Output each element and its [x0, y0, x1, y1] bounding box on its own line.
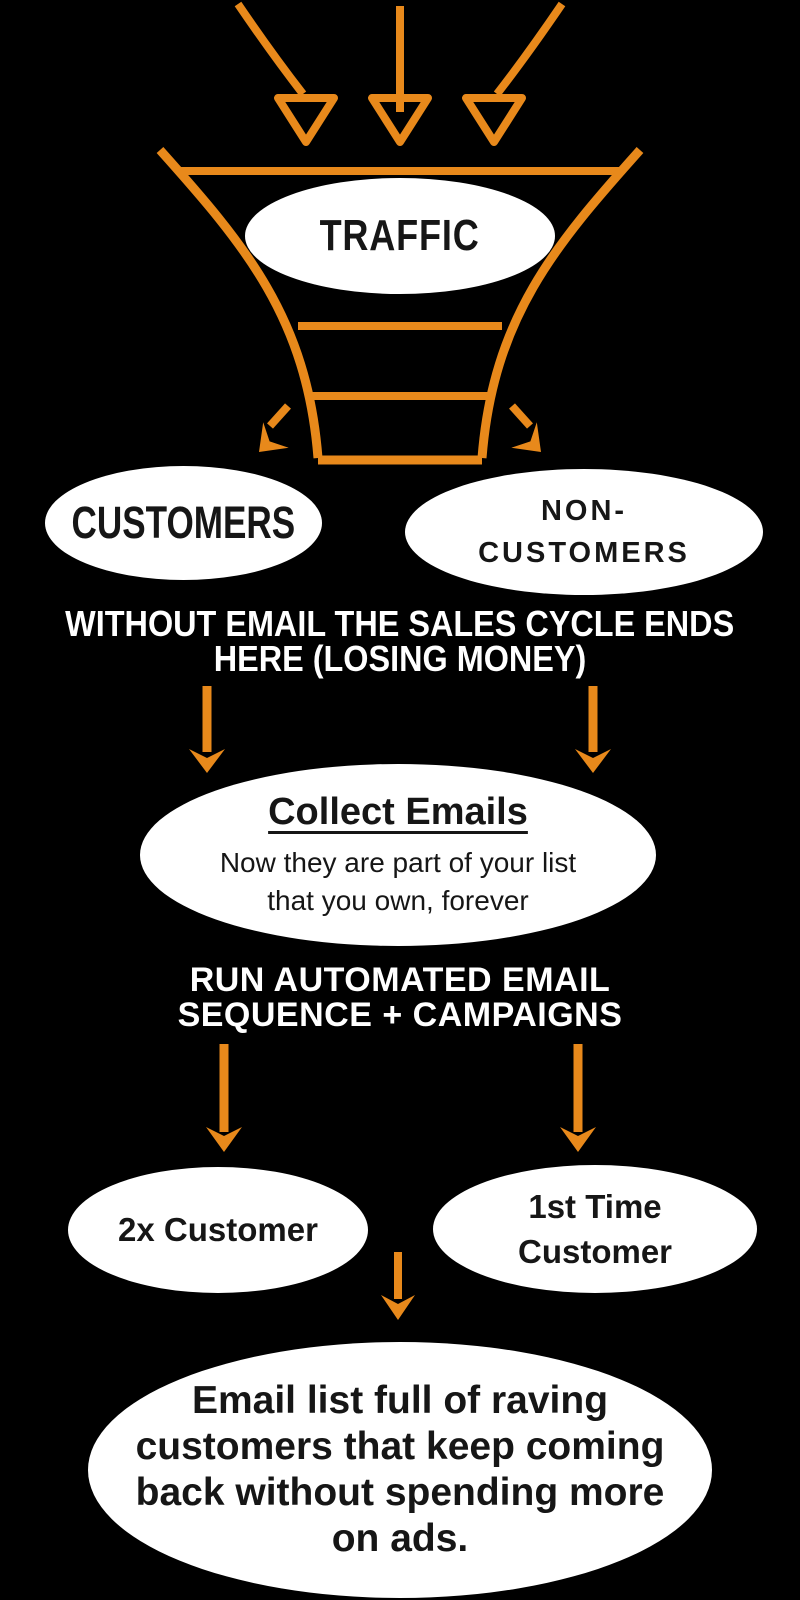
- exit-arrow-right-head-icon: [511, 422, 541, 452]
- warning-line-1: WITHOUT EMAIL THE SALES CYCLE ENDS: [65, 603, 735, 644]
- non-customers-label-line1: NON-: [540, 495, 628, 527]
- collect-emails-title: Collect Emails: [268, 790, 528, 833]
- flow-arrow-1-right-head-icon: [575, 749, 611, 773]
- inflow-arrow-right-shaft: [493, 1, 566, 97]
- exit-arrow-left-head-icon: [259, 422, 289, 452]
- traffic-bubble: TRAFFIC: [245, 178, 555, 294]
- customers-label: CUSTOMERS: [71, 497, 296, 548]
- inflow-arrow-right-head-icon: [462, 94, 526, 146]
- outcome-bubble: Email list full of raving customers that…: [88, 1342, 712, 1598]
- flow-arrow-1-left-head-icon: [189, 749, 225, 773]
- inflow-arrow-middle-head-icon: [368, 94, 432, 146]
- orange-stroke-layer: [156, 1, 644, 1299]
- traffic-label: TRAFFIC: [319, 211, 481, 260]
- outcome-line-1: Email list full of raving: [191, 1379, 609, 1422]
- funnel-right-wall: [477, 146, 644, 459]
- warning-banner: WITHOUT EMAIL THE SALES CYCLE ENDS HERE …: [0, 603, 800, 679]
- flow-arrow-2-right-head-icon: [560, 1127, 596, 1152]
- automation-line-2: SEQUENCE + CAMPAIGNS: [177, 996, 623, 1034]
- inflow-arrow-left-head-icon: [274, 94, 338, 146]
- first-time-customer-bubble: 1st Time Customer: [433, 1165, 757, 1293]
- warning-line-2: HERE (LOSING MONEY): [213, 638, 587, 679]
- repeat-customer-bubble: 2x Customer: [68, 1167, 368, 1293]
- flow-arrow-center-head-icon: [381, 1295, 415, 1320]
- exit-arrow-right-shaft: [509, 403, 533, 429]
- customers-bubble: CUSTOMERS: [45, 466, 322, 580]
- automation-banner: RUN AUTOMATED EMAIL SEQUENCE + CAMPAIGNS: [0, 963, 800, 1033]
- outcome-line-3: back without spending more: [135, 1471, 665, 1514]
- collect-emails-bubble: Collect Emails Now they are part of your…: [140, 764, 656, 946]
- collect-emails-body-line1: Now they are part of your list: [219, 846, 577, 878]
- automation-line-1: RUN AUTOMATED EMAIL: [189, 961, 611, 999]
- outcome-line-4: on ads.: [331, 1517, 469, 1560]
- non-customers-label-line2: CUSTOMERS: [478, 537, 690, 569]
- non-customers-bubble: NON- CUSTOMERS: [405, 469, 763, 595]
- repeat-customer-label: 2x Customer: [118, 1211, 318, 1248]
- exit-arrow-left-shaft: [267, 403, 291, 429]
- funnel-left-wall: [156, 146, 323, 459]
- collect-emails-body-line2: that you own, forever: [267, 884, 529, 916]
- first-time-customer-label-line1: 1st Time: [528, 1188, 662, 1225]
- inflow-arrow-left-shaft: [234, 1, 307, 97]
- first-time-customer-label-line2: Customer: [517, 1233, 673, 1270]
- outcome-line-2: customers that keep coming: [135, 1425, 665, 1468]
- flow-arrow-2-left-head-icon: [206, 1127, 242, 1152]
- orange-fill-layer: [189, 422, 611, 1320]
